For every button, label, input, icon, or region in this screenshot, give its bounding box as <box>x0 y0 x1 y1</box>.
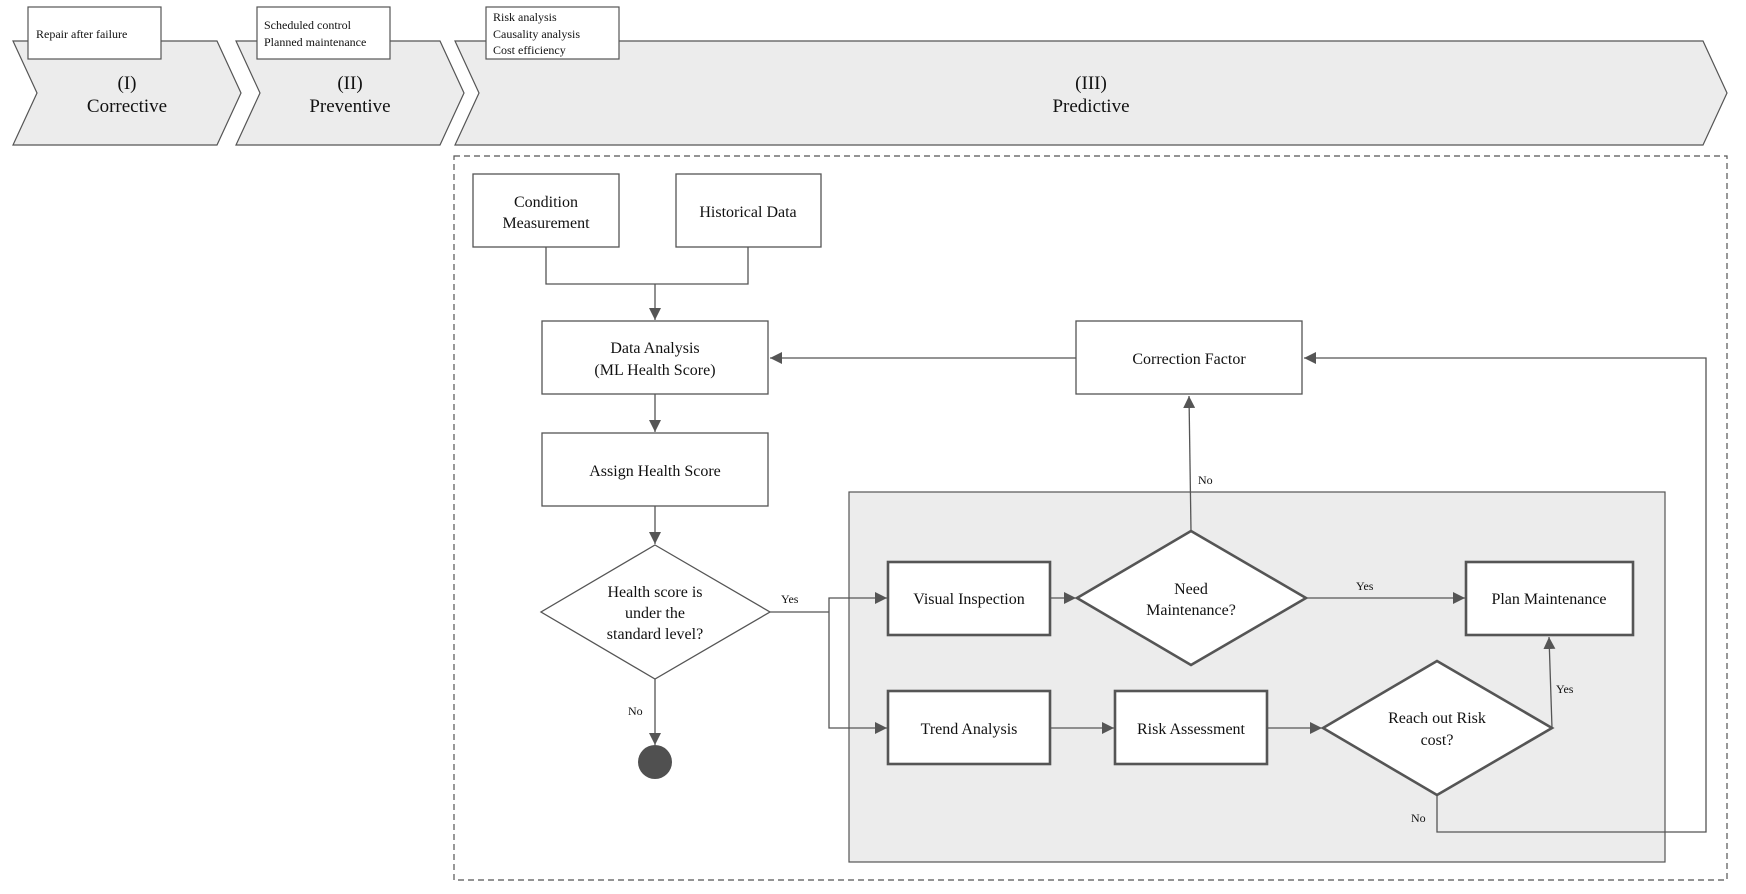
stage-note-corrective: Repair after failure <box>36 27 127 41</box>
stage-note-box-predictive <box>485 6 620 60</box>
plan-maintenance-label: Plan Maintenance <box>1491 591 1606 608</box>
trend-analysis-label: Trend Analysis <box>921 721 1018 738</box>
correction-factor-box <box>1075 320 1303 395</box>
need-maintenance-label-2: Maintenance? <box>1146 602 1236 619</box>
stage-note-predictive-2: Causality analysis <box>493 27 580 41</box>
visual-inspection-label: Visual Inspection <box>913 591 1024 608</box>
plan-maintenance-box <box>1464 560 1635 637</box>
health-yes-label: Yes <box>781 592 799 606</box>
visual-inspection-box <box>886 560 1052 637</box>
data-analysis-label-1: Data Analysis <box>610 340 699 357</box>
stage-chevron-preventive <box>235 40 465 146</box>
risk-no-feedback-arrow <box>1304 352 1707 833</box>
stage-name-predictive: Predictive <box>1052 96 1129 117</box>
risk-yes-label: Yes <box>1556 682 1574 696</box>
trend-analysis-box <box>886 689 1052 766</box>
stage-note-box-corrective <box>27 6 162 60</box>
stage-numeral-predictive: (III) <box>1075 73 1107 94</box>
health-no-label: No <box>628 704 643 718</box>
reach-risk-cost-label-2: cost? <box>1421 732 1454 749</box>
data-analysis-label-2: (ML Health Score) <box>594 362 715 379</box>
health-decision-label-3: standard level? <box>607 626 703 643</box>
stage-name-corrective: Corrective <box>87 96 167 117</box>
assign-health-score-box <box>541 432 769 507</box>
stage-numeral-corrective: (I) <box>118 73 137 94</box>
stage-name-preventive: Preventive <box>309 96 390 117</box>
health-decision-label-2: under the <box>625 605 685 622</box>
assign-health-score-label: Assign Health Score <box>589 463 721 480</box>
need-maintenance-decision <box>1074 529 1309 667</box>
stage-chevron-corrective <box>12 40 242 146</box>
inspection-subregion <box>848 491 1666 863</box>
stage-note-predictive-1: Risk analysis <box>493 10 557 24</box>
stage-note-preventive-1: Scheduled control <box>264 18 352 32</box>
health-decision-label-1: Health score is <box>607 584 702 601</box>
reach-risk-cost-label-1: Reach out Risk <box>1388 710 1486 727</box>
stage-note-preventive-2: Planned maintenance <box>264 35 366 49</box>
correction-factor-label: Correction Factor <box>1132 351 1246 368</box>
need-maintenance-label-1: Need <box>1174 581 1208 598</box>
need-no-label: No <box>1198 473 1213 487</box>
stage-chevron-predictive <box>454 40 1728 146</box>
yes-to-visual-inspection-arrow <box>828 592 887 612</box>
end-node <box>638 745 672 779</box>
stage-numeral-preventive: (II) <box>337 73 362 94</box>
stage-note-predictive-3: Cost efficiency <box>493 43 566 57</box>
need-no-arrow <box>1183 395 1196 532</box>
yes-to-trend-analysis-arrow <box>828 612 887 734</box>
condition-measurement-label-2: Measurement <box>502 215 590 232</box>
data-analysis-box <box>541 320 769 395</box>
predictive-detail-region <box>453 155 1728 881</box>
risk-assessment-box <box>1113 689 1269 766</box>
stage-note-box-preventive <box>256 6 391 60</box>
risk-no-label: No <box>1411 811 1426 825</box>
inputs-merge-connector <box>545 247 749 285</box>
historical-data-label: Historical Data <box>699 204 796 221</box>
need-yes-label: Yes <box>1356 579 1374 593</box>
condition-measurement-label-1: Condition <box>514 194 578 211</box>
risk-assessment-label: Risk Assessment <box>1137 721 1246 738</box>
risk-yes-arrow <box>1543 636 1556 729</box>
